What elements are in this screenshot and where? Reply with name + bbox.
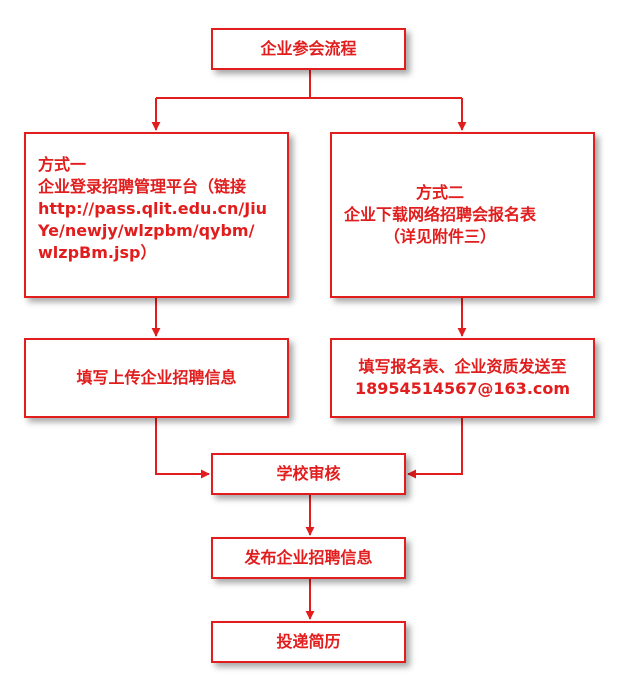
review-label: 学校审核	[276, 464, 341, 483]
publish-box: 发布企业招聘信息	[211, 537, 406, 579]
method1-line3: Ye/newjy/wlzpbm/qybm/	[38, 221, 255, 240]
method2-line1: 企业下载网络招聘会报名表	[344, 205, 537, 224]
fill2-line1: 填写报名表、企业资质发送至	[358, 357, 567, 376]
method1-line2: http://pass.qlit.edu.cn/Jiu	[38, 199, 268, 218]
title-label: 企业参会流程	[260, 39, 357, 58]
arrow-fill2-to-review	[407, 418, 463, 479]
resume-box: 投递简历	[211, 621, 406, 663]
review-box: 学校审核	[211, 453, 406, 495]
method2-box: 方式二 企业下载网络招聘会报名表 （详见附件三）	[330, 132, 595, 298]
method1-line1: 企业登录招聘管理平台（链接	[38, 177, 247, 196]
method1-box: 方式一 企业登录招聘管理平台（链接 http://pass.qlit.edu.c…	[24, 132, 289, 298]
method1-line4: wlzpBm.jsp）	[38, 243, 157, 262]
fill1-label: 填写上传企业招聘信息	[76, 368, 237, 387]
resume-label: 投递简历	[276, 632, 341, 651]
method1-heading: 方式一	[38, 155, 87, 174]
method2-line2: （详见附件三）	[384, 227, 497, 246]
arrow-fill1-to-review	[155, 418, 210, 479]
title-box: 企业参会流程	[211, 28, 406, 70]
fill2-box: 填写报名表、企业资质发送至 18954514567@163.com	[330, 338, 595, 418]
fill1-box: 填写上传企业招聘信息	[24, 338, 289, 418]
fill2-line2: 18954514567@163.com	[354, 379, 571, 398]
publish-label: 发布企业招聘信息	[244, 548, 373, 567]
method2-heading: 方式二	[416, 183, 465, 202]
